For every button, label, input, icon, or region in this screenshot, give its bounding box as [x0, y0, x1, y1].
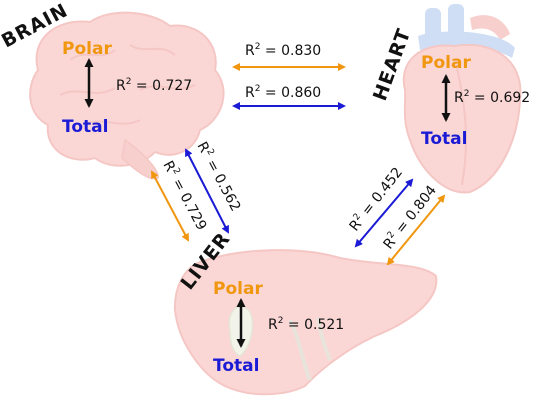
liver-total-label: Total — [213, 356, 259, 376]
brain-liver-polar-r2: R2 = 0.729 — [159, 158, 210, 233]
brain-heart-polar-r2: R2 = 0.830 — [245, 42, 321, 59]
heart-total-label: Total — [421, 129, 467, 149]
liver-within-r2: R2 = 0.521 — [268, 316, 344, 333]
brain-within-r2: R2 = 0.727 — [116, 77, 192, 94]
heart-within-r2: R2 = 0.692 — [454, 89, 530, 106]
brain-illustration — [29, 11, 225, 180]
brain-polar-label: Polar — [62, 39, 112, 59]
liver-polar-label: Polar — [213, 279, 263, 299]
brain-liver-polar-arrow — [151, 170, 189, 242]
brain-heart-total-r2: R2 = 0.860 — [245, 84, 321, 101]
liver-illustration — [173, 249, 438, 396]
heart-liver-polar-arrow — [386, 194, 446, 266]
heart-liver-total-arrow — [354, 178, 414, 248]
heart-polar-label: Polar — [421, 53, 471, 73]
brain-liver-total-arrow — [185, 148, 229, 234]
brain-total-label: Total — [62, 117, 108, 137]
brain-liver-total-r2: R2 = 0.562 — [193, 139, 244, 214]
heart-illustration — [402, 4, 522, 194]
